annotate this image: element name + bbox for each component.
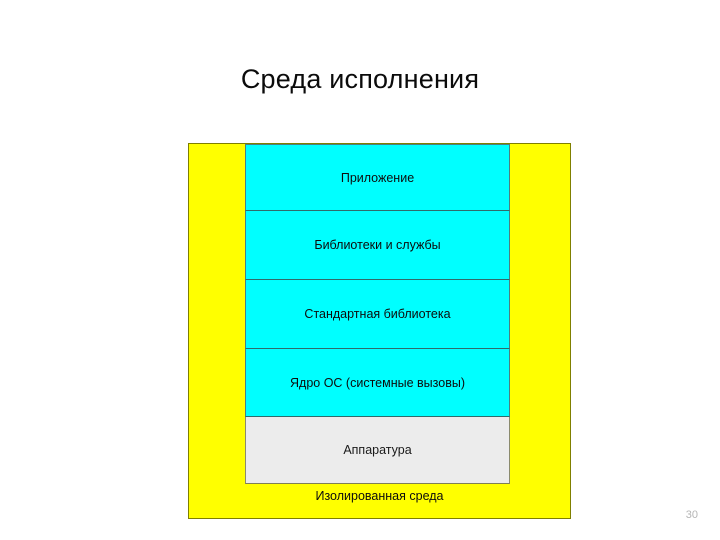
layer-application: Приложение xyxy=(245,144,510,211)
layer-hardware: Аппаратура xyxy=(245,417,510,484)
layer-libraries-and-services-label: Библиотеки и службы xyxy=(314,238,441,252)
page-number: 30 xyxy=(685,509,698,521)
layer-application-label: Приложение xyxy=(340,170,415,185)
layer-hardware-label: Аппаратура xyxy=(343,443,412,457)
layer-stack: Приложение Библиотеки и службы Стандартн… xyxy=(245,144,510,484)
layer-standard-library-label: Стандартная библиотека xyxy=(304,307,451,321)
layer-os-kernel: Ядро ОС (системные вызовы) xyxy=(245,349,510,417)
layer-standard-library: Стандартная библиотека xyxy=(245,280,510,349)
isolated-environment-label: Изолированная среда xyxy=(315,489,444,503)
layer-os-kernel-label: Ядро ОС (системные вызовы) xyxy=(290,375,465,390)
page-title: Среда исполнения xyxy=(240,64,480,94)
layer-libraries-and-services: Библиотеки и службы xyxy=(245,211,510,280)
isolated-environment-box: Приложение Библиотеки и службы Стандартн… xyxy=(188,143,571,519)
